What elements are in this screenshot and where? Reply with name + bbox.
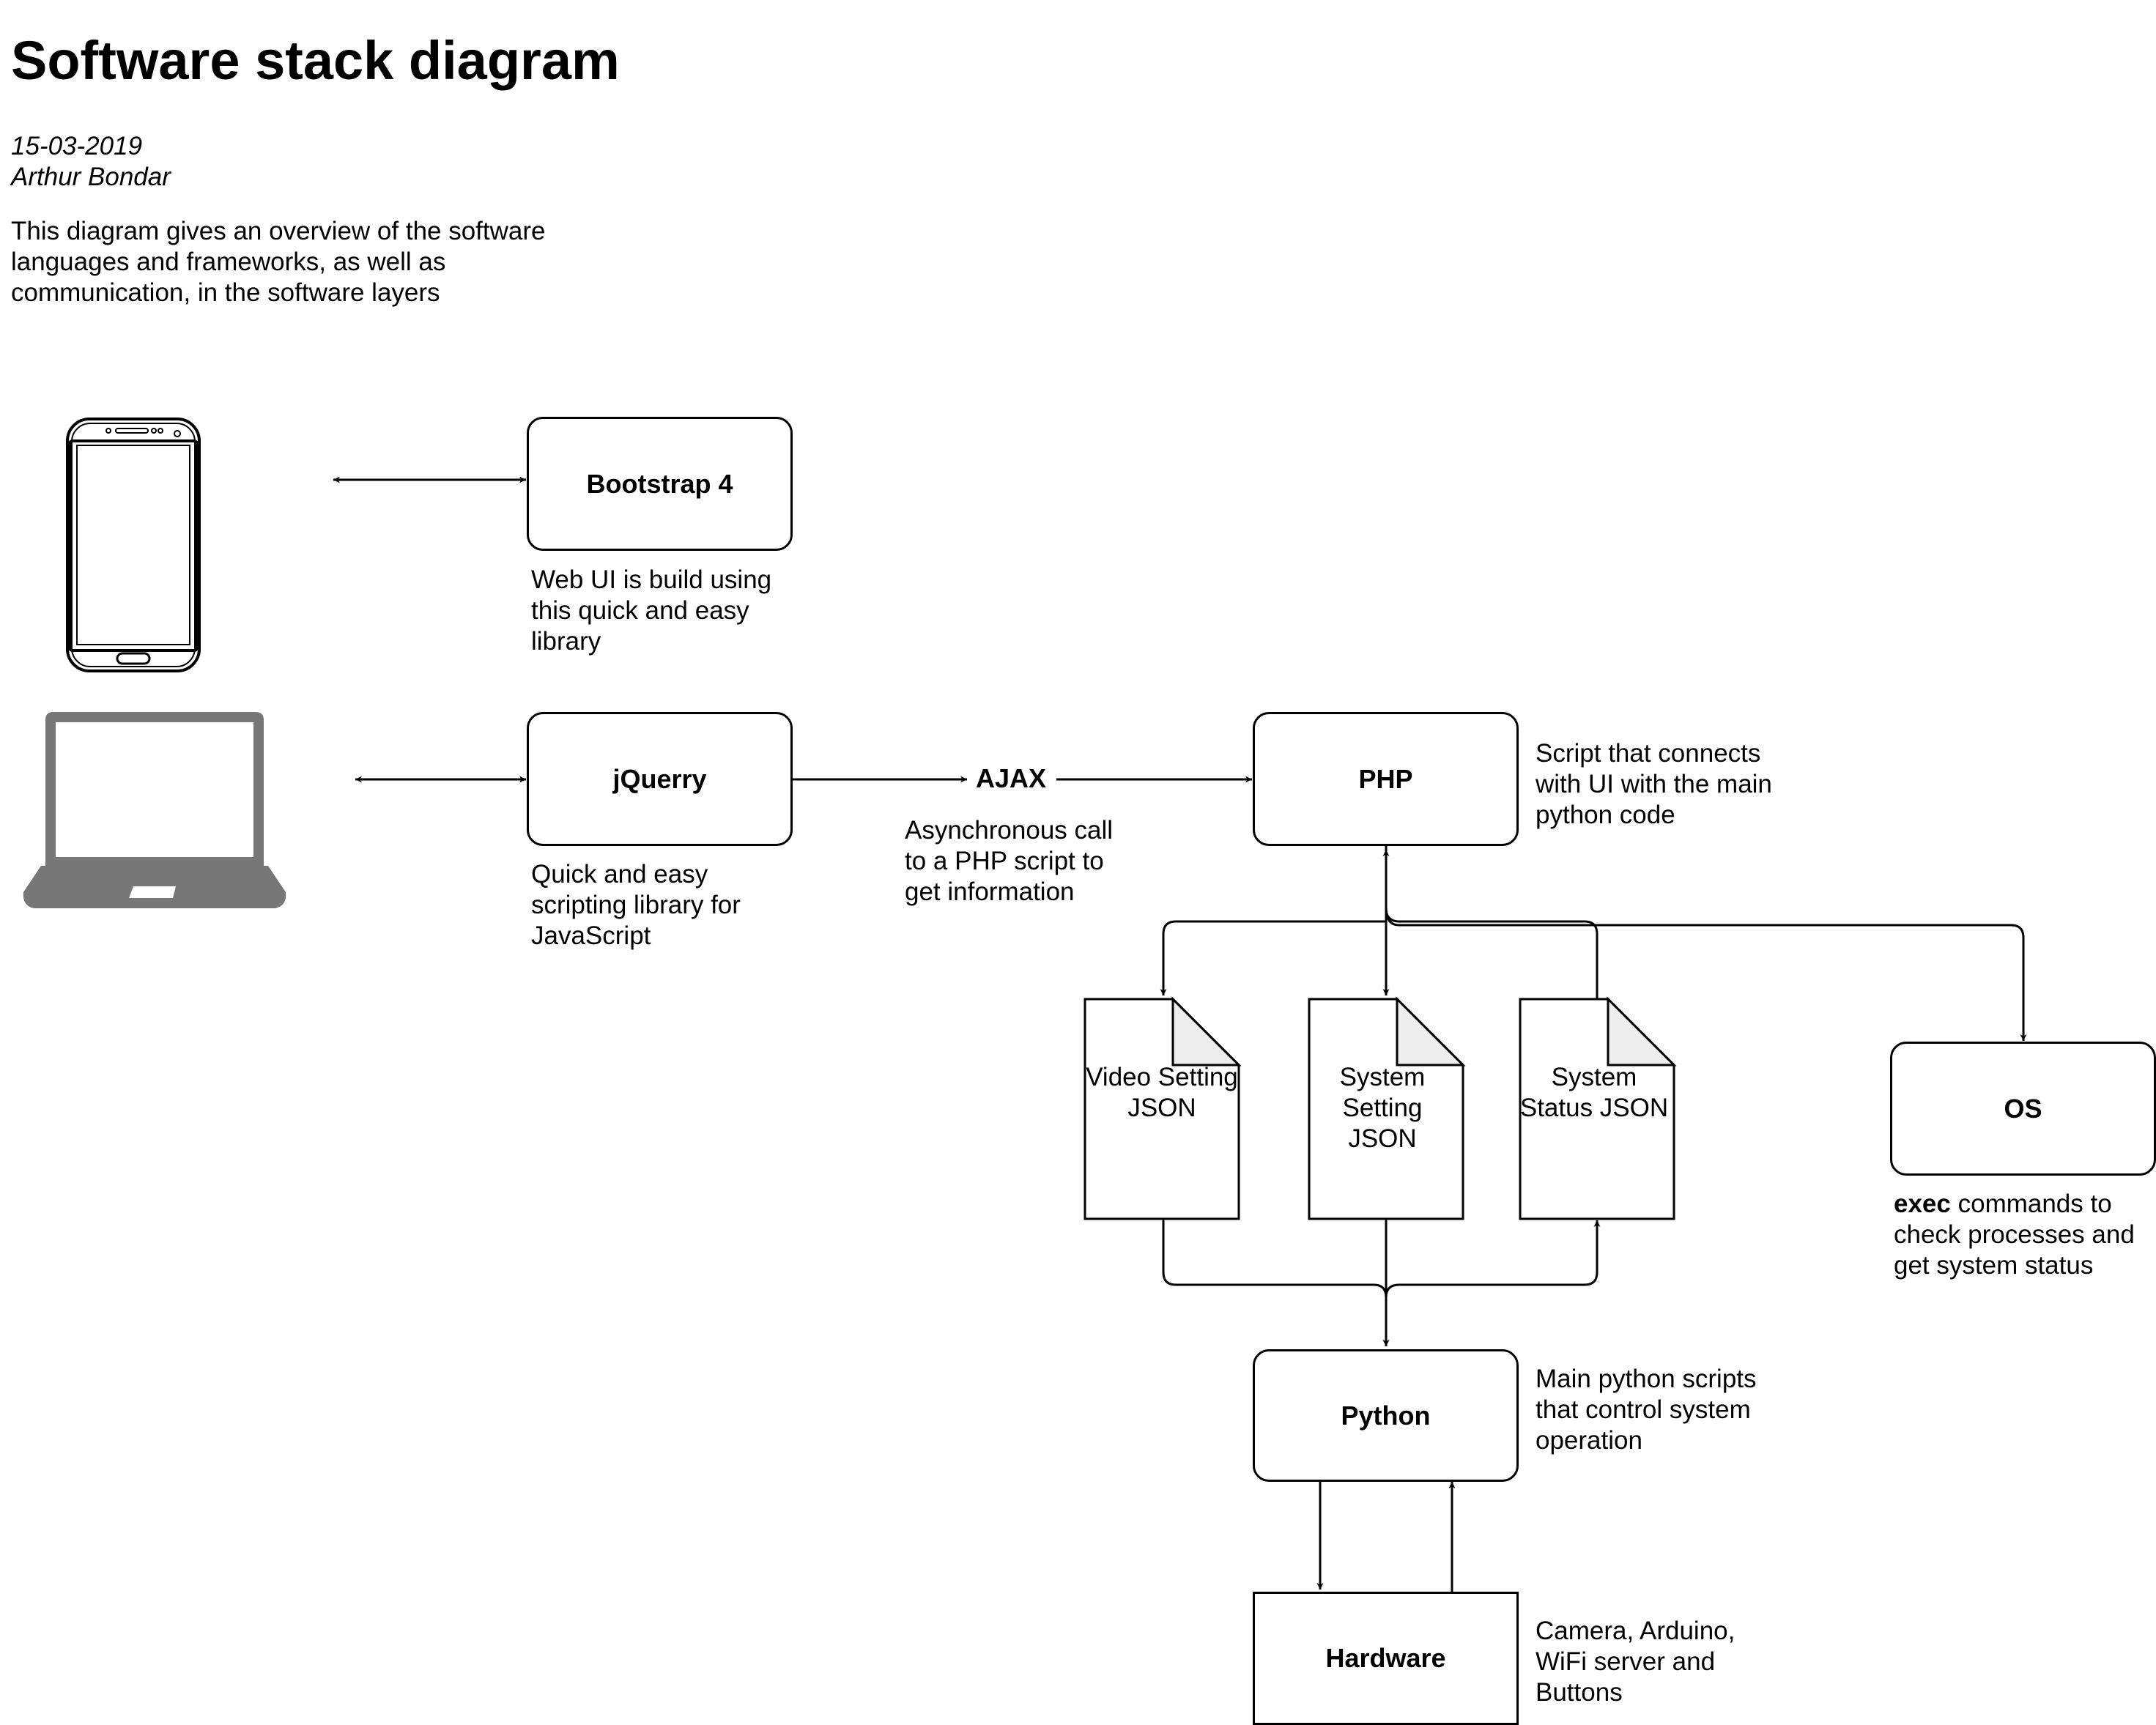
date-text: 15-03-2019 (11, 132, 143, 160)
bootstrap-node: Bootstrap 4 (527, 417, 793, 551)
author-text: Arthur Bondar (11, 163, 171, 191)
smartphone-icon (66, 418, 201, 672)
system-status-json-document-shape (1519, 996, 1677, 1220)
system-setting-json-document-shape (1308, 996, 1466, 1220)
ajax-label: AJAX (971, 763, 1051, 794)
description-text: This diagram gives an overview of the so… (11, 217, 546, 307)
os-note-command: exec (1894, 1190, 1951, 1218)
php-os-arrow (1385, 908, 2027, 1041)
ajax-note: Asynchronous call to a PHP script to get… (905, 816, 1114, 906)
bootstrap-note: Web UI is build using this quick and eas… (531, 565, 772, 656)
jquery-node: jQuerry (527, 712, 793, 846)
video-json-label: Video Setting JSON (1086, 1063, 1238, 1122)
os-note-text: commands to check processes and get syst… (1894, 1190, 2135, 1280)
python-node: Python (1253, 1349, 1519, 1482)
hardware-node: Hardware (1253, 1592, 1519, 1725)
php-note: Script that connects with UI with the ma… (1535, 739, 1772, 829)
system-setting-json-label: System Setting JSON (1339, 1063, 1426, 1153)
python-status-json-arrow (1385, 1220, 1601, 1346)
os-note: exec commands to check processes and get… (1894, 1189, 2154, 1281)
hardware-note: Camera, Arduino, WiFi server and Buttons (1535, 1617, 1735, 1707)
python-note: Main python scripts that control system … (1535, 1365, 1757, 1455)
os-node: OS (1890, 1042, 2156, 1176)
php-video-json-arrow (1160, 846, 1388, 995)
laptop-icon (23, 712, 286, 908)
video-json-document-shape (1083, 996, 1242, 1220)
video-json-python-arrow (1162, 1219, 1390, 1346)
page-title: Software stack diagram (11, 30, 620, 91)
system-status-json-label: System Status JSON (1519, 1063, 1669, 1122)
jquery-note: Quick and easy scripting library for Jav… (531, 860, 741, 950)
php-node: PHP (1253, 712, 1519, 846)
